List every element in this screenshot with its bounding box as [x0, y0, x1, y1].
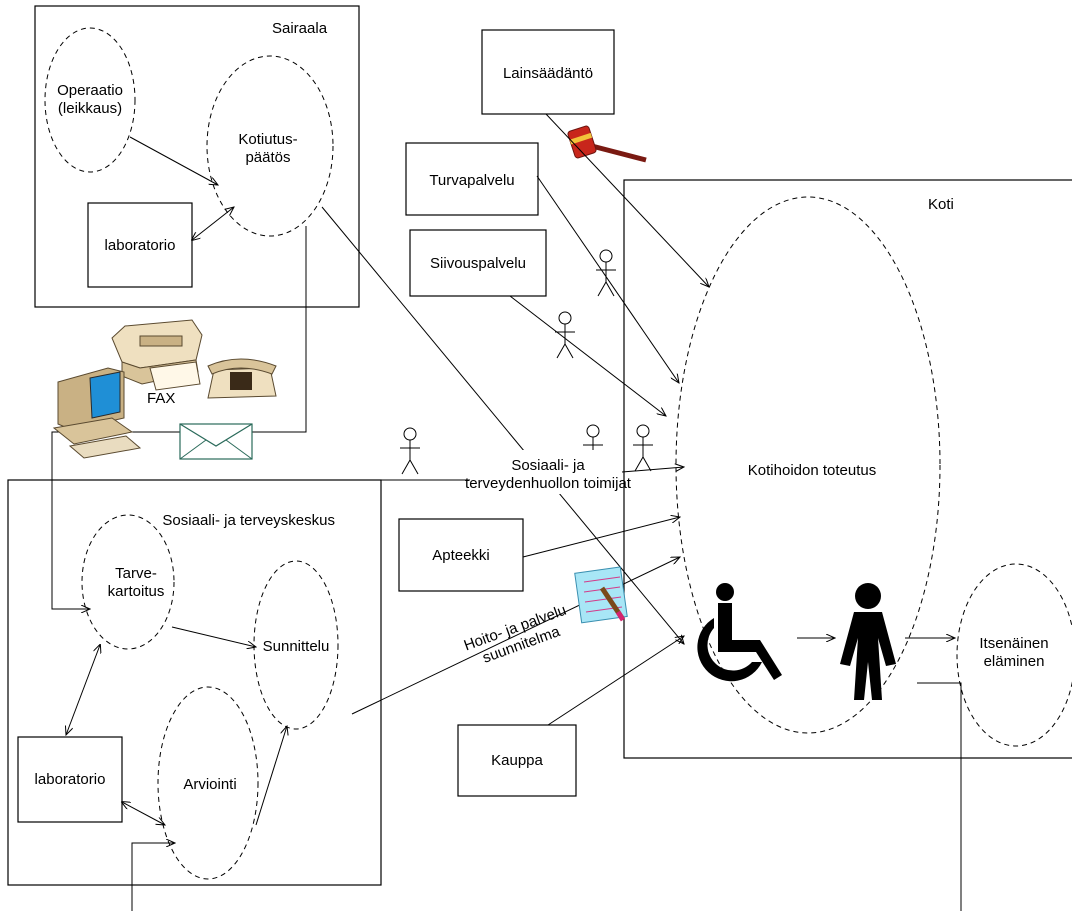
fax-path-line [51, 226, 307, 609]
care-plan-to-home-arrow [351, 557, 680, 715]
evaluation-to-planning-arrow [255, 726, 287, 826]
independent-living-label-1: Itsenäinen [979, 635, 1048, 652]
envelope-icon [179, 423, 253, 460]
needs-assessment-oval [81, 514, 175, 650]
security-service-label: Turvapalvelu [429, 172, 514, 189]
independent-living-oval [956, 563, 1072, 747]
actor-icon-social-2 [633, 424, 653, 472]
feedback-return-arrow [131, 843, 175, 911]
security-service-box [405, 142, 539, 216]
fax-label: FAX [147, 390, 175, 407]
hospital-lab-box [87, 202, 193, 288]
store-to-home-arrow [547, 636, 684, 726]
telephone-icon [207, 358, 277, 399]
computer-icon [52, 367, 142, 459]
operation-label-2: (leikkaus) [58, 100, 122, 117]
discharge-label-2: päätös [245, 149, 290, 166]
pharmacy-to-home-arrow [522, 517, 680, 558]
discharge-to-home-arrow [321, 206, 684, 644]
legislation-to-home-arrow [545, 113, 709, 287]
pharmacy-label: Apteekki [432, 547, 490, 564]
hospital-frame [34, 5, 360, 308]
gavel-icon [567, 125, 647, 163]
independent-feedback-line [917, 682, 962, 911]
operation-oval [44, 27, 136, 173]
discharge-oval [206, 55, 334, 237]
legislation-box [481, 29, 615, 115]
planning-label: Sunnittelu [263, 638, 330, 655]
cleaning-service-box [409, 229, 547, 297]
independent-living-label-2: eläminen [984, 653, 1045, 670]
store-box [457, 724, 577, 797]
legislation-label: Lainsäädäntö [503, 65, 593, 82]
actor-icon-center [400, 427, 420, 475]
actor-icon-security [596, 249, 616, 297]
fax-machine-icon [111, 319, 203, 391]
center-title: Sosiaali- ja terveyskeskus [162, 512, 335, 529]
security-to-home-arrow [536, 175, 679, 383]
planning-oval [253, 560, 339, 730]
cleaning-to-home-arrow [509, 295, 666, 416]
store-label: Kauppa [491, 752, 543, 769]
needs-assessment-label-1: Tarve- [115, 565, 157, 582]
home-frame [623, 179, 1072, 759]
evaluation-oval [157, 686, 259, 880]
walking-person-icon [840, 583, 896, 700]
needs-to-planning-arrow [171, 626, 256, 647]
wheelchair-icon [697, 583, 782, 682]
social-actors-label-1: Sosiaali- ja [511, 457, 585, 474]
pharmacy-box [398, 518, 524, 592]
notepad-pencil-icon [574, 566, 628, 624]
hospital-lab-label: laboratorio [105, 237, 176, 254]
home-title: Koti [928, 196, 954, 213]
discharge-label-1: Kotiutus- [238, 131, 297, 148]
social-actors-label-2: terveydenhuollon toimijat [465, 475, 632, 492]
operation-label-1: Operaatio [57, 82, 123, 99]
hospital-title: Sairaala [272, 20, 328, 37]
center-lab-label: laboratorio [35, 771, 106, 788]
actor-icon-cleaning [555, 311, 575, 359]
needs-lab-arrow [66, 645, 100, 735]
center-lab-box [17, 736, 123, 823]
needs-assessment-label-2: kartoitus [108, 583, 165, 600]
cleaning-service-label: Siivouspalvelu [430, 255, 526, 272]
operation-to-discharge-arrow [129, 136, 218, 185]
center-frame [7, 479, 382, 886]
lab-evaluation-arrow [122, 802, 165, 825]
actors-to-home-arrow [621, 467, 684, 473]
lab-discharge-arrow [192, 207, 234, 240]
evaluation-label: Arviointi [183, 776, 236, 793]
home-care-label: Kotihoidon toteutus [748, 462, 876, 479]
